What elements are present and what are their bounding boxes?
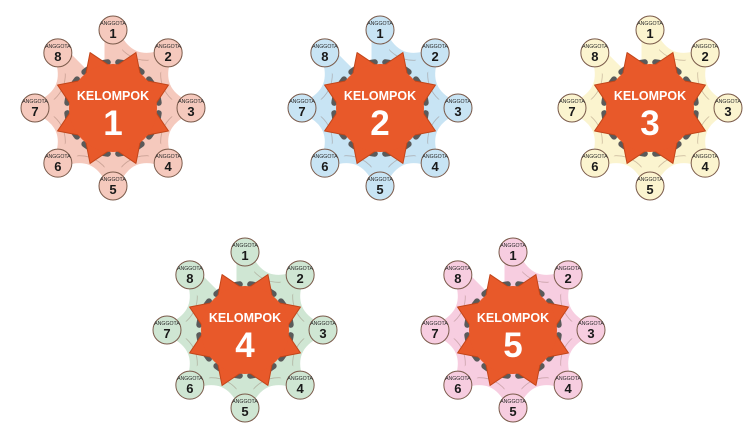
center-title: KELOMPOK	[477, 311, 549, 325]
member-node: ANGGOTA8	[176, 261, 204, 289]
member-number: 6	[454, 381, 461, 396]
member-number: 7	[431, 326, 438, 341]
member-number: 2	[297, 271, 304, 286]
member-number: 3	[319, 326, 326, 341]
member-node: ANGGOTA7	[288, 94, 316, 122]
member-number: 3	[724, 104, 731, 119]
member-number: 6	[186, 381, 193, 396]
member-node: ANGGOTA4	[421, 149, 449, 177]
member-number: 3	[587, 326, 594, 341]
member-number: 4	[432, 159, 440, 174]
group-number: 3	[640, 104, 659, 143]
center-title: KELOMPOK	[614, 89, 686, 103]
member-node: ANGGOTA5	[636, 172, 664, 200]
member-number: 8	[591, 49, 598, 64]
member-number: 1	[109, 26, 116, 41]
group-4: KELOMPOK4ANGGOTA1ANGGOTA2ANGGOTA3ANGGOTA…	[153, 238, 337, 422]
member-number: 4	[165, 159, 173, 174]
group-number: 2	[370, 104, 389, 143]
member-node: ANGGOTA6	[581, 149, 609, 177]
group-1: KELOMPOK1ANGGOTA1ANGGOTA2ANGGOTA3ANGGOTA…	[21, 16, 205, 200]
group-number: 1	[103, 104, 122, 143]
member-node: ANGGOTA3	[577, 316, 605, 344]
member-number: 6	[591, 159, 598, 174]
member-node: ANGGOTA4	[286, 371, 314, 399]
member-number: 7	[31, 104, 38, 119]
member-number: 7	[298, 104, 305, 119]
member-node: ANGGOTA5	[366, 172, 394, 200]
member-number: 8	[54, 49, 61, 64]
center-title: KELOMPOK	[209, 311, 281, 325]
member-node: ANGGOTA1	[366, 16, 394, 44]
member-node: ANGGOTA6	[311, 149, 339, 177]
member-number: 7	[568, 104, 575, 119]
member-node: ANGGOTA3	[444, 94, 472, 122]
center-title: KELOMPOK	[344, 89, 416, 103]
member-number: 4	[297, 381, 305, 396]
member-number: 1	[376, 26, 383, 41]
member-number: 4	[565, 381, 573, 396]
member-number: 5	[109, 182, 116, 197]
member-number: 7	[163, 326, 170, 341]
group-3: KELOMPOK3ANGGOTA1ANGGOTA2ANGGOTA3ANGGOTA…	[558, 16, 742, 200]
member-number: 1	[646, 26, 653, 41]
member-node: ANGGOTA8	[444, 261, 472, 289]
member-node: ANGGOTA7	[153, 316, 181, 344]
member-number: 5	[376, 182, 383, 197]
member-number: 5	[646, 182, 653, 197]
member-number: 2	[702, 49, 709, 64]
member-node: ANGGOTA7	[21, 94, 49, 122]
group-number: 5	[503, 326, 522, 365]
member-number: 6	[321, 159, 328, 174]
member-number: 1	[509, 248, 516, 263]
member-node: ANGGOTA3	[177, 94, 205, 122]
member-number: 3	[187, 104, 194, 119]
member-number: 8	[186, 271, 193, 286]
member-number: 2	[565, 271, 572, 286]
member-number: 2	[165, 49, 172, 64]
member-number: 8	[454, 271, 461, 286]
group-5: KELOMPOK5ANGGOTA1ANGGOTA2ANGGOTA3ANGGOTA…	[421, 238, 605, 422]
member-number: 1	[241, 248, 248, 263]
group-number: 4	[235, 326, 255, 365]
member-node: ANGGOTA3	[714, 94, 742, 122]
group-2: KELOMPOK2ANGGOTA1ANGGOTA2ANGGOTA3ANGGOTA…	[288, 16, 472, 200]
center-title: KELOMPOK	[77, 89, 149, 103]
member-number: 5	[509, 404, 516, 419]
member-node: ANGGOTA1	[636, 16, 664, 44]
member-number: 8	[321, 49, 328, 64]
member-number: 5	[241, 404, 248, 419]
member-number: 6	[54, 159, 61, 174]
member-node: ANGGOTA5	[231, 394, 259, 422]
member-node: ANGGOTA6	[44, 149, 72, 177]
member-number: 4	[702, 159, 710, 174]
member-number: 3	[454, 104, 461, 119]
member-number: 2	[432, 49, 439, 64]
